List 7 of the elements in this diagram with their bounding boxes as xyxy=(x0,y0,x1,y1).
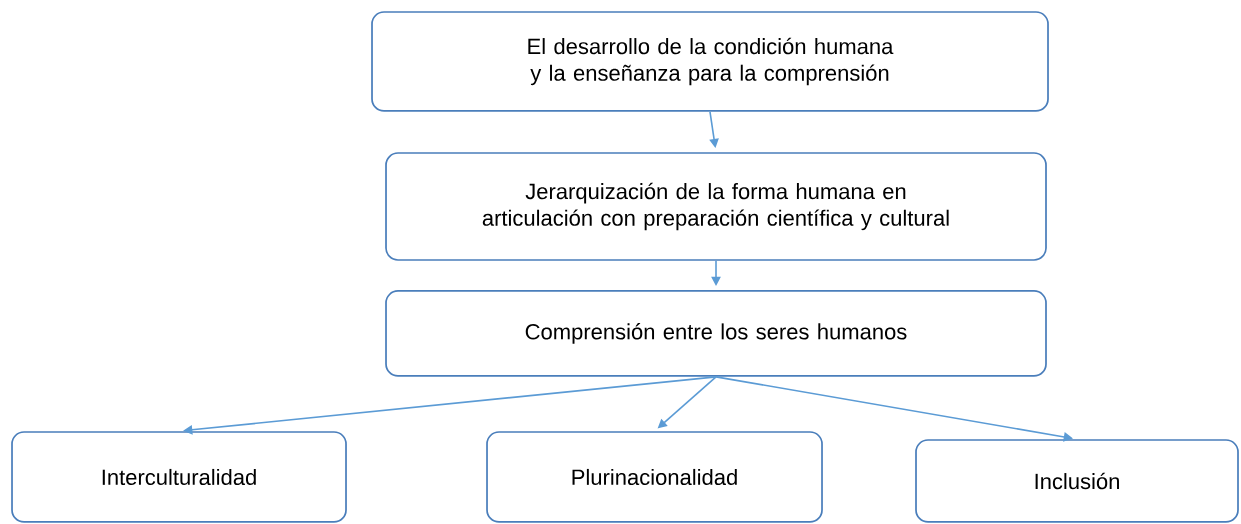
process-box: El desarrollo de la condición humana y la enseñanza para la comprensión xyxy=(371,11,1049,112)
arrow xyxy=(715,376,1073,442)
process-box: Interculturalidad xyxy=(11,431,347,523)
process-box: Inclusión xyxy=(915,439,1239,523)
process-box: Jerarquización de la forma humana en articulación con preparación científica y cultural xyxy=(385,152,1047,261)
process-box: Plurinacionalidad xyxy=(486,431,823,523)
process-box: Comprensión entre los seres humanos xyxy=(385,290,1047,377)
